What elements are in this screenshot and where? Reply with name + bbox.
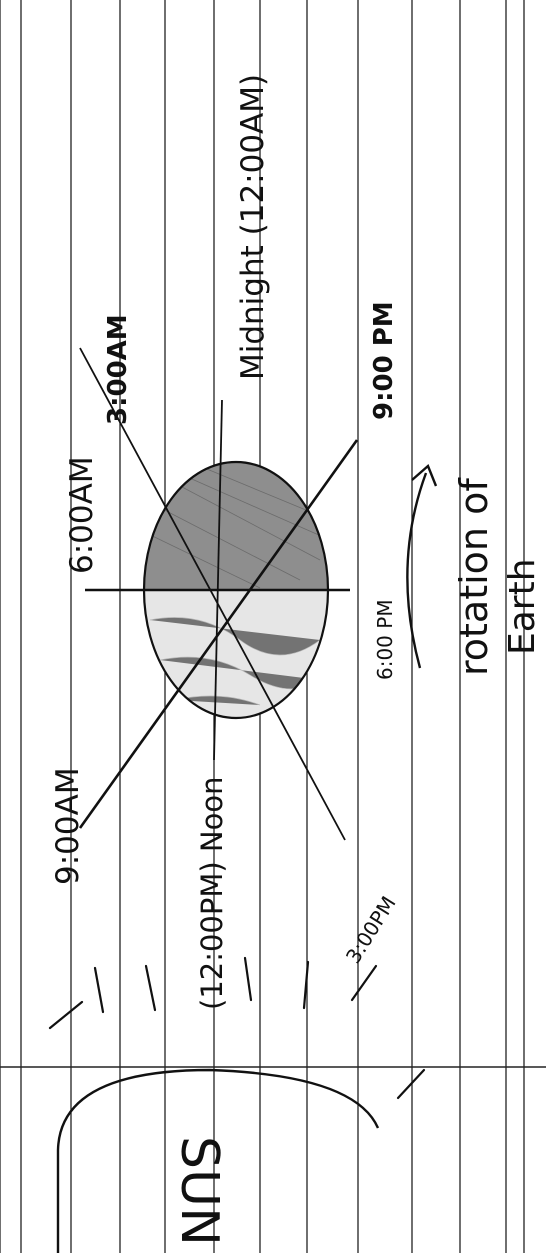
label-six-am: 6:00AM (64, 456, 100, 574)
label-nine-pm: 9:00 PM (369, 301, 399, 420)
label-three-am: 3:00AM (103, 314, 133, 425)
label-sun: SUN (169, 1136, 229, 1246)
sun-rays (50, 958, 424, 1098)
night-side (130, 455, 350, 590)
label-six-pm: 6:00 PM (373, 599, 397, 680)
rotation-arrow (407, 473, 426, 668)
label-nine-am: 9:00AM (50, 767, 86, 885)
label-rotation-of: rotation of (452, 477, 496, 676)
day-side (130, 590, 350, 725)
label-three-pm: 3:00PM (341, 892, 401, 968)
label-earth: Earth (502, 558, 543, 655)
label-midnight: Midnight (12:00AM) (235, 74, 271, 380)
label-noon: (12:00PM) Noon (195, 777, 229, 1011)
